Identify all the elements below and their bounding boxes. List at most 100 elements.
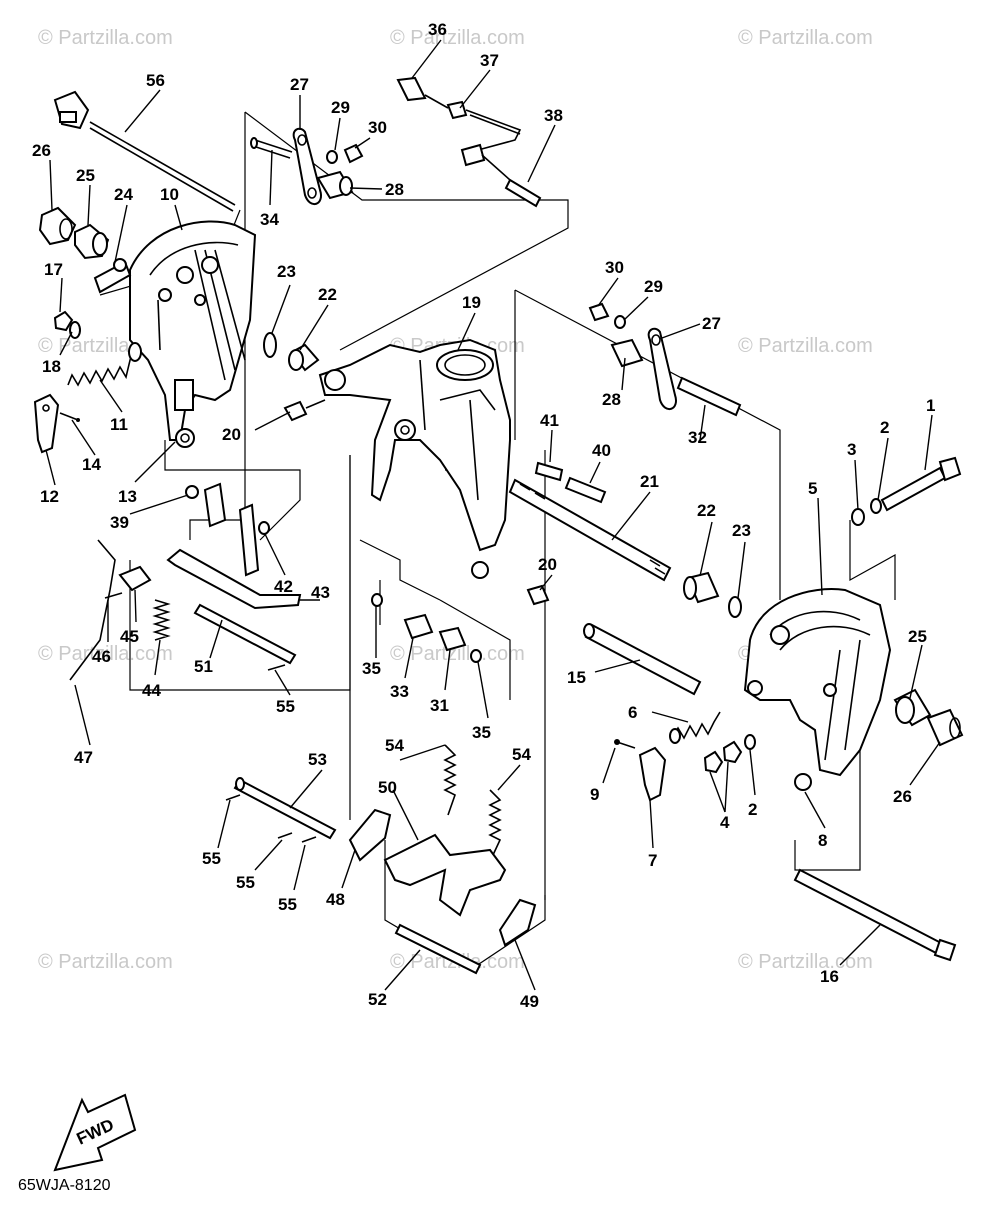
watermark: © Partzilla.com <box>38 643 173 665</box>
part-10-clamp-bracket-left <box>129 220 257 441</box>
part-11-spring <box>67 342 142 387</box>
callout-49: 49 <box>520 992 539 1011</box>
part-21-tilt-shaft <box>508 478 672 582</box>
part-29-washer-right <box>614 315 626 329</box>
callout-7: 7 <box>648 851 657 870</box>
part-39-clip <box>185 485 199 499</box>
part-2-washer-top <box>870 498 882 514</box>
watermark: © Partzilla.com <box>38 951 173 973</box>
callout-42: 42 <box>274 577 293 596</box>
callout-39: 39 <box>110 513 129 532</box>
part-23-washer-upper <box>263 332 277 358</box>
part-32-shaft <box>676 376 742 417</box>
callout-48: 48 <box>326 890 345 909</box>
callout-25: 25 <box>76 166 95 185</box>
part-22-bushing-right <box>683 571 720 604</box>
part-23-washer-right <box>728 596 742 618</box>
callout-26: 26 <box>32 141 51 160</box>
callout-14: 14 <box>82 455 101 474</box>
part-53-rod <box>233 777 337 840</box>
part-54-spring-left <box>443 744 457 816</box>
part-41-bushing <box>534 461 564 482</box>
part-14-screw <box>59 412 80 422</box>
part-25-bushing-left <box>74 223 110 260</box>
part-31-bushing <box>438 626 467 652</box>
callout-30-right: 30 <box>605 258 624 277</box>
callout-22-right: 22 <box>697 501 716 520</box>
part-33-bushing <box>403 613 434 640</box>
callout-10: 10 <box>160 185 179 204</box>
watermarks: © Partzilla.com © Partzilla.com © Partzi… <box>38 27 873 973</box>
fwd-arrow-icon: FWD <box>53 1093 137 1172</box>
part-30-bolt-right <box>588 302 610 322</box>
callout-55: 55 <box>276 697 295 716</box>
part-12-lever <box>33 393 60 454</box>
part-22-bushing-upper <box>288 343 320 372</box>
part-24-washer <box>93 258 132 294</box>
part-48-plate <box>348 808 392 862</box>
callout-15: 15 <box>567 668 586 687</box>
part-35-clip-lower <box>470 649 482 663</box>
callout-46: 46 <box>92 647 111 666</box>
callout-32: 32 <box>688 428 707 447</box>
callout-37: 37 <box>480 51 499 70</box>
callout-4: 4 <box>720 813 730 832</box>
part-37-lever-rod <box>424 94 522 181</box>
part-35-clip-upper <box>371 593 383 607</box>
callout-19: 19 <box>462 293 481 312</box>
part-2-washer-lower <box>744 734 756 750</box>
callout-labels: 56 26 25 24 10 17 18 11 14 12 13 27 29 3… <box>32 20 935 1011</box>
watermark: © Partzilla.com <box>390 27 525 49</box>
part-15-tube <box>583 623 702 696</box>
callout-34: 34 <box>260 210 279 229</box>
watermark: © Partzilla.com <box>738 951 873 973</box>
callout-1: 1 <box>926 396 935 415</box>
callout-28-right: 28 <box>602 390 621 409</box>
callout-6: 6 <box>628 703 637 722</box>
callout-35-lower: 35 <box>472 723 491 742</box>
callout-27: 27 <box>290 75 309 94</box>
watermark: © Partzilla.com <box>38 27 173 49</box>
diagram-code: 65WJA-8120 <box>18 1177 111 1194</box>
callout-28: 28 <box>385 180 404 199</box>
callout-2-lower: 2 <box>748 800 757 819</box>
callout-11: 11 <box>110 415 128 434</box>
watermark: © Partzilla.com <box>738 27 873 49</box>
callout-53: 53 <box>308 750 327 769</box>
callout-8: 8 <box>818 831 827 850</box>
watermark: © Partzilla.com <box>390 643 525 665</box>
part-44-spring <box>152 599 171 641</box>
part-16-through-bolt <box>793 868 957 962</box>
part-7-lever <box>638 746 667 802</box>
callout-20-right: 20 <box>538 555 557 574</box>
part-6-spring <box>669 711 721 744</box>
part-4-nuts <box>703 740 743 774</box>
part-30-bolt <box>343 143 364 164</box>
part-46-screw <box>104 592 123 599</box>
part-40-pin <box>564 476 607 504</box>
callout-13: 13 <box>118 487 137 506</box>
part-43-link-rod <box>166 482 302 610</box>
callout-5: 5 <box>808 479 817 498</box>
part-42-clip <box>258 521 270 535</box>
callout-35: 35 <box>362 659 381 678</box>
callout-23-right: 23 <box>732 521 751 540</box>
part-3-washer <box>851 508 865 526</box>
callout-22: 22 <box>318 285 337 304</box>
callout-29: 29 <box>331 98 350 117</box>
callout-20: 20 <box>222 425 241 444</box>
part-20-grease-nipple-right <box>526 584 550 606</box>
part-54-spring-right <box>488 789 502 856</box>
part-51-shaft <box>193 603 297 665</box>
callout-21: 21 <box>640 472 659 491</box>
part-17-nut <box>53 310 74 332</box>
callout-9: 9 <box>590 785 599 804</box>
callout-23: 23 <box>277 262 296 281</box>
part-28-collar <box>316 170 354 200</box>
callout-52: 52 <box>368 990 387 1009</box>
part-49-plate <box>498 898 537 947</box>
callout-44: 44 <box>142 681 161 700</box>
callout-31: 31 <box>430 696 449 715</box>
callout-17: 17 <box>44 260 63 279</box>
part-25-bushing-right <box>893 688 932 727</box>
